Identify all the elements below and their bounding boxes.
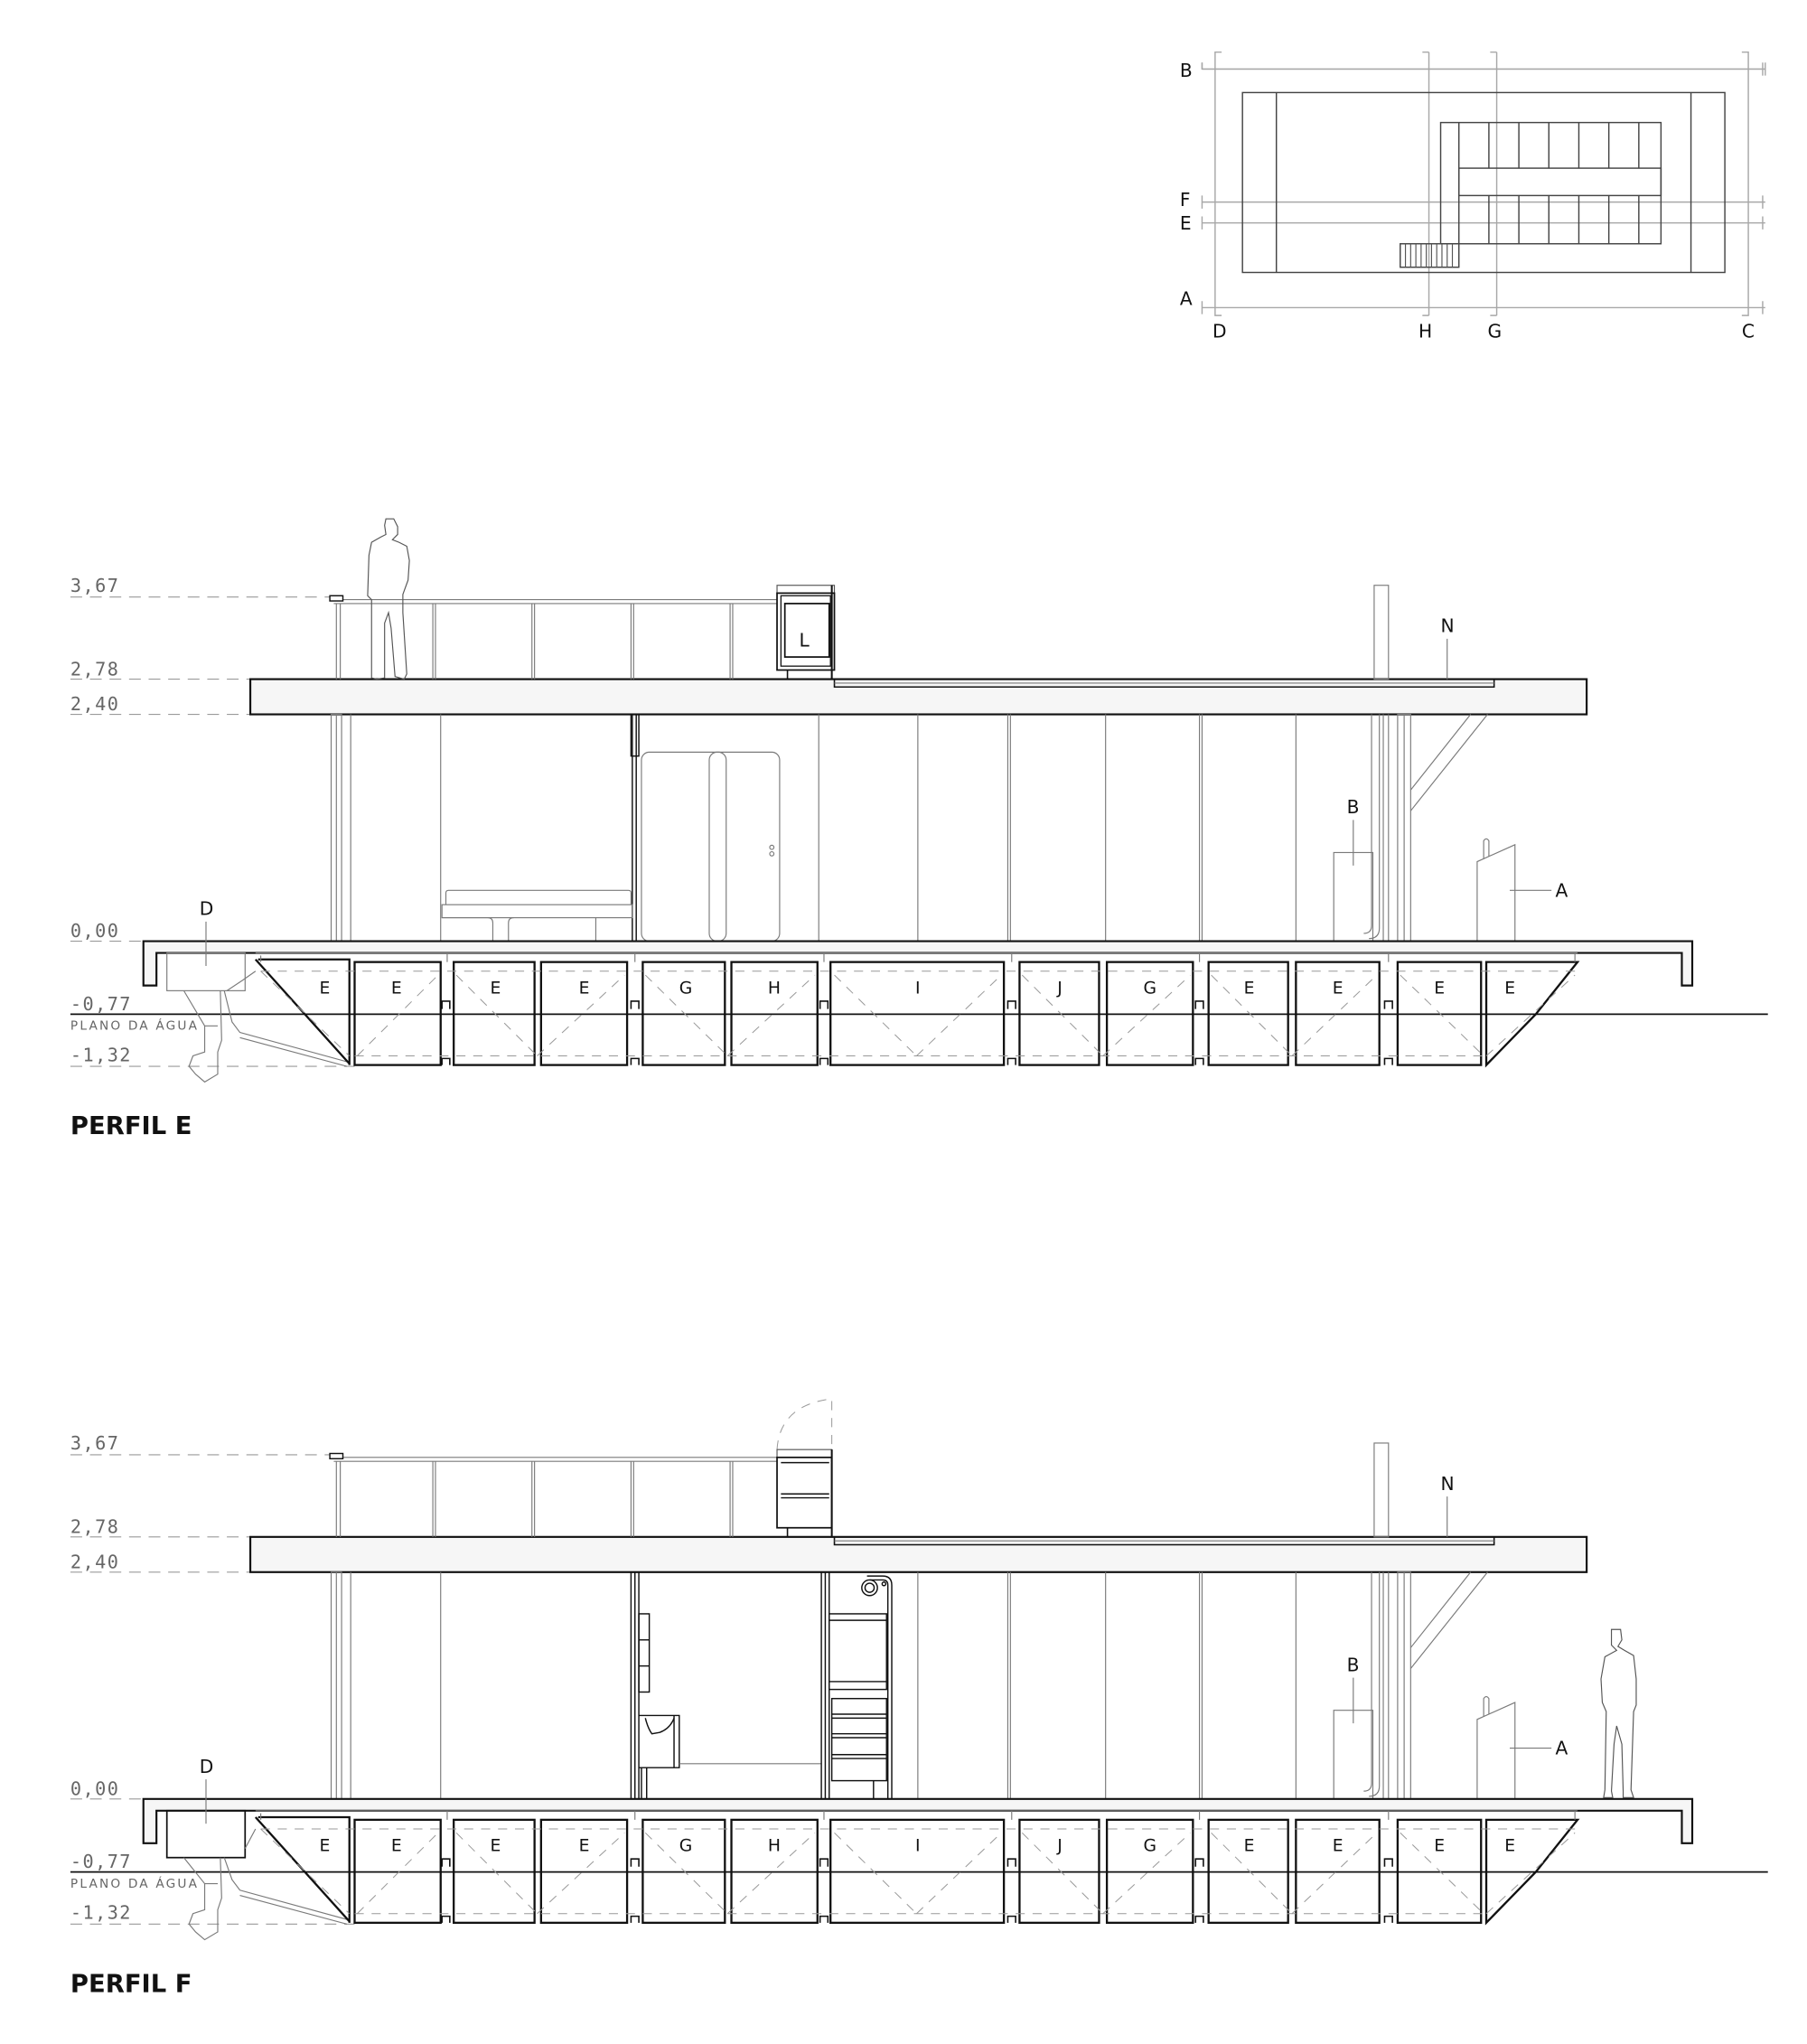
level-367: 3,67 — [70, 575, 119, 596]
pontoon-label: I — [915, 979, 921, 998]
tag-n: N — [1441, 615, 1455, 637]
profile-e: 3,67 2,78 2,40 0,00 -0,77 PLANO DA ÁGUA … — [70, 518, 1768, 1140]
tag-a: A — [1556, 880, 1568, 902]
tag-d: D — [200, 898, 214, 920]
pontoon-label: G — [679, 979, 693, 998]
key-plan: B F E A D H G C — [1180, 51, 1766, 342]
pontoon-label: H — [768, 1836, 781, 1855]
waterline-label: PLANO DA ÁGUA — [70, 1876, 199, 1891]
section-mark-f: F — [1180, 189, 1191, 211]
level-132: -1,32 — [70, 1902, 132, 1924]
pontoon-label: E — [491, 979, 501, 998]
pontoon-label: E — [579, 979, 590, 998]
pontoon-label: E — [1333, 1836, 1344, 1855]
waterline-label: PLANO DA ÁGUA — [70, 1018, 199, 1034]
pontoon-label: E — [1244, 1836, 1255, 1855]
pontoon-label: J — [1056, 1836, 1063, 1855]
level-077: -0,77 — [70, 1851, 132, 1872]
profile-f: 3,67 2,78 2,40 0,00 -0,77 PLANO DA ÁGUA … — [70, 1398, 1768, 1998]
pontoon-label: J — [1056, 979, 1063, 998]
pontoon-label: E — [491, 1836, 501, 1855]
level-000: 0,00 — [70, 1777, 119, 1799]
profile-e-title: PERFIL E — [70, 1112, 192, 1140]
pontoon-label: E — [320, 1836, 331, 1855]
pontoon-label: E — [1504, 979, 1515, 998]
person-silhouette-icon — [1600, 1628, 1637, 1798]
profile-f-title: PERFIL F — [70, 1970, 192, 1998]
level-240: 2,40 — [70, 1551, 119, 1572]
tag-a: A — [1556, 1738, 1568, 1759]
pontoon-label: E — [391, 979, 402, 998]
outboard-motor-icon — [183, 990, 350, 1083]
pontoon-label: E — [391, 1836, 402, 1855]
section-mark-d: D — [1212, 321, 1227, 342]
pontoon-label: E — [1434, 979, 1445, 998]
pontoon-label: G — [1144, 979, 1157, 998]
section-mark-b: B — [1180, 60, 1193, 81]
pontoon-label: G — [679, 1836, 693, 1855]
pontoon-label: E — [1333, 979, 1344, 998]
section-mark-e: E — [1180, 212, 1192, 234]
level-240: 2,40 — [70, 693, 119, 715]
pontoon-label: H — [768, 979, 781, 998]
level-132: -1,32 — [70, 1044, 132, 1065]
tag-b: B — [1347, 1654, 1360, 1675]
pontoon-label: E — [1434, 1836, 1445, 1855]
pontoon-label: G — [1144, 1836, 1157, 1855]
person-silhouette-icon — [367, 518, 410, 680]
level-367: 3,67 — [70, 1432, 119, 1454]
level-000: 0,00 — [70, 920, 119, 942]
level-278: 2,78 — [70, 1516, 119, 1538]
section-mark-c: C — [1742, 321, 1755, 342]
tag-b: B — [1347, 796, 1360, 818]
pontoon-label: E — [320, 979, 331, 998]
tag-d: D — [200, 1756, 214, 1777]
pontoon-label: I — [915, 1836, 921, 1855]
section-mark-h: H — [1418, 321, 1432, 342]
section-mark-a: A — [1180, 288, 1193, 310]
pontoon-label: E — [1244, 979, 1255, 998]
outboard-motor-icon — [183, 1857, 350, 1941]
tag-n: N — [1441, 1473, 1455, 1495]
pontoon-label: E — [1504, 1836, 1515, 1855]
level-278: 2,78 — [70, 658, 119, 680]
tag-l: L — [800, 630, 810, 652]
level-077: -0,77 — [70, 993, 132, 1015]
pontoon-label: E — [579, 1836, 590, 1855]
section-mark-g: G — [1487, 321, 1502, 342]
